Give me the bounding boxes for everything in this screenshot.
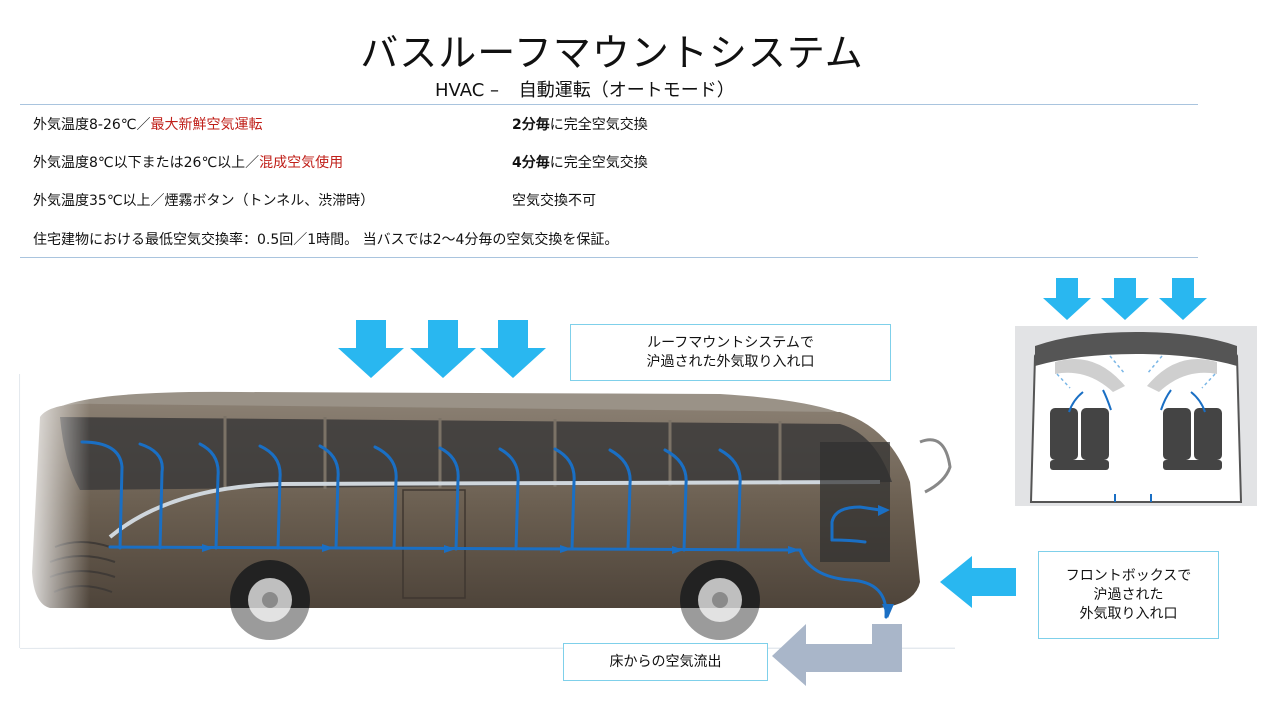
seat — [1194, 408, 1222, 460]
cross-section-intake-arrows — [1043, 278, 1207, 320]
down-arrow-icon — [1159, 278, 1207, 320]
bus-cross-section — [1015, 326, 1257, 506]
row-1-mode: 最大新鮮空気運転 — [150, 117, 263, 133]
row-2-condition: 外気温度8℃以下または26℃以上／ — [33, 155, 260, 171]
row-3-right: 空気交換不可 — [512, 190, 596, 210]
note: 住宅建物における最低空気交換率：0.5回／1時間。 当バスでは2～4分毎の空気交… — [33, 232, 619, 248]
bottom-rule — [20, 257, 1198, 258]
page-title: バスルーフマウントシステム — [360, 31, 864, 75]
front-intake-label: フロントボックスで 沪過された 外気取り入れ口 — [1038, 551, 1219, 639]
front-intake-line-1: フロントボックスで — [1065, 567, 1192, 584]
row-3-left: 外気温度35℃以上／煙霧ボタン（トンネル、渋滞時） — [33, 190, 374, 210]
floor-outflow-arrow — [772, 624, 902, 686]
mode-label: 自動運転（オートモード） — [518, 80, 735, 101]
bus-stripe — [108, 480, 881, 539]
down-arrow-icon — [1101, 278, 1149, 320]
left-arrow-icon — [940, 556, 1016, 608]
seat — [1081, 408, 1109, 460]
row-2-result: に完全空気交換 — [549, 155, 648, 171]
row-2-right: 4分毎に完全空気交換 — [512, 152, 648, 172]
roof-intake-line-1: ルーフマウントシステムで — [647, 334, 814, 351]
front-intake-line-2: 沪過された — [1093, 586, 1164, 603]
row-1-right: 2分毎に完全空気交換 — [512, 114, 648, 134]
air-duct-left — [1055, 359, 1125, 392]
down-arrow-icon — [1043, 278, 1091, 320]
left-arrow-icon — [772, 624, 902, 686]
down-arrow-icon — [338, 320, 404, 378]
row-2-interval: 4分毎 — [512, 155, 550, 171]
down-arrow-icon — [410, 320, 476, 378]
airflow-lines — [80, 440, 888, 619]
row-3-condition: 外気温度35℃以上／煙霧ボタン（トンネル、渋滞時） — [33, 193, 375, 209]
roof-intake-line-2: 沪過された外気取り入れ口 — [646, 353, 815, 370]
air-duct-right — [1147, 359, 1217, 392]
row-2-left: 外気温度8℃以下または26℃以上／混成空気使用 — [33, 152, 343, 172]
row-1-interval: 2分毎 — [512, 117, 550, 133]
down-arrow-icon — [480, 320, 546, 378]
front-intake-arrow — [940, 556, 1016, 608]
row-3-result: 空気交換不可 — [512, 193, 596, 209]
seat — [1163, 408, 1191, 460]
top-rule — [20, 104, 1198, 105]
row-1-left: 外気温度8-26℃／最大新鮮空気運転 — [33, 114, 263, 134]
seat — [1050, 408, 1078, 460]
bus-illustration — [19, 372, 955, 649]
bus-windows — [60, 417, 892, 490]
row-2-mode: 混成空気使用 — [259, 155, 344, 171]
roof-intake-label: ルーフマウントシステムで 沪過された外気取り入れ口 — [570, 324, 891, 381]
roof-intake-arrows — [338, 320, 546, 378]
front-intake-line-3: 外気取り入れ口 — [1079, 605, 1178, 622]
floor-outflow-label: 床からの空気流出 — [563, 643, 768, 681]
row-1-condition: 外気温度8-26℃／ — [33, 117, 151, 133]
page-subtitle: HVAC – 自動運転（オートモード） — [435, 76, 735, 102]
row-1-result: に完全空気交換 — [549, 117, 648, 133]
hvac-label: HVAC – — [435, 80, 499, 101]
